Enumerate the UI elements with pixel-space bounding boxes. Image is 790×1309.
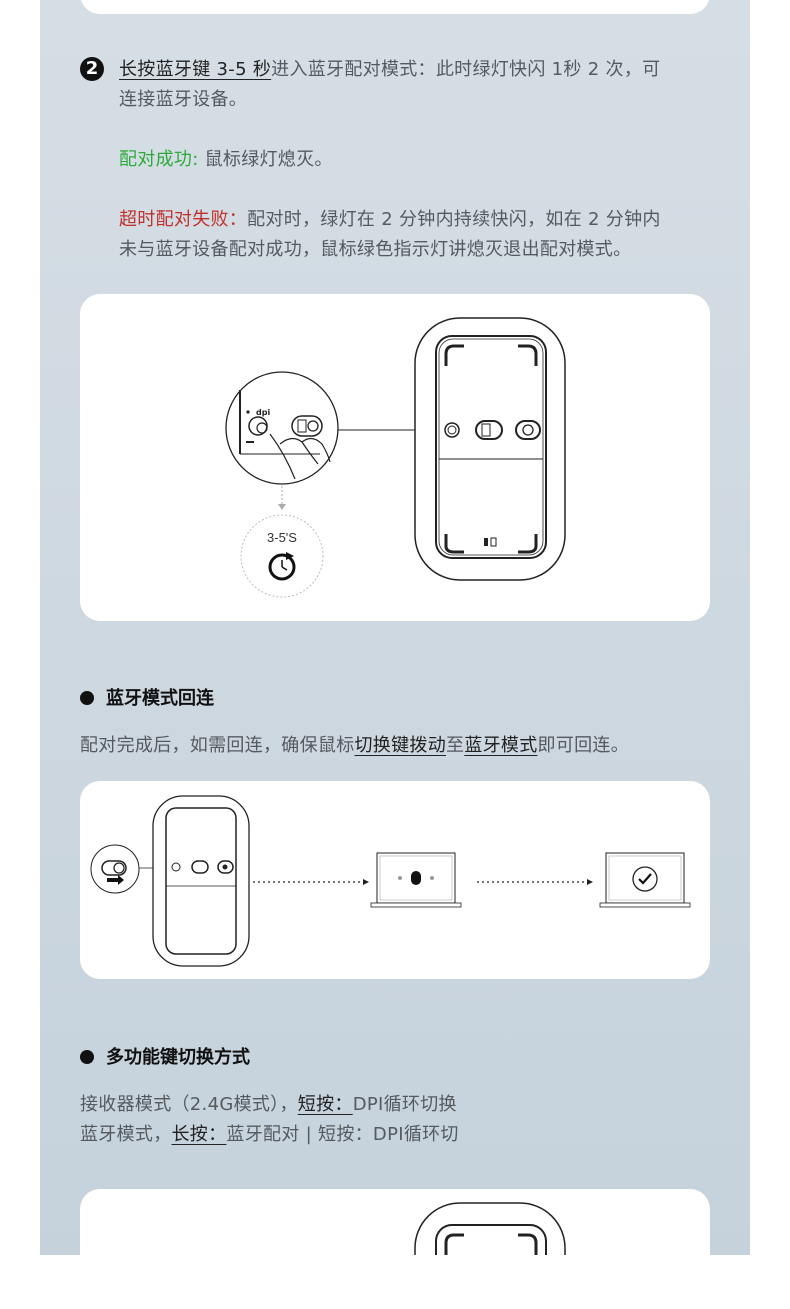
- bullet-icon: [80, 691, 94, 705]
- bluetooth-mode-link: 蓝牙模式: [464, 735, 538, 756]
- pair-fail-line2: 未与蓝牙设备配对成功，鼠标绿色指示灯讲熄灭退出配对模式。: [119, 239, 632, 260]
- svg-text:3-5'S: 3-5'S: [267, 530, 297, 545]
- switch-key-link: 切换键拨动: [354, 735, 446, 756]
- step2-line1: 长按蓝牙键 3-5 秒进入蓝牙配对模式：此时绿灯快闪 1秒 2 次，可: [119, 59, 661, 80]
- fail-label: 超时配对失败：: [119, 209, 248, 230]
- multifunction-line2: 蓝牙模式，长按：蓝牙配对 | 短按：DPI循环切: [80, 1124, 459, 1145]
- bottom-mouse-illustration: [414, 1202, 566, 1255]
- mouse-pairing-illustration: dpi 3-5'S: [225, 317, 566, 598]
- step2-lead: 长按蓝牙键 3-5 秒: [119, 59, 272, 80]
- multifunction-heading: 多功能键切换方式: [80, 1043, 250, 1069]
- step2-line2: 连接蓝牙设备。: [119, 89, 248, 110]
- reconnect-illustration: [90, 795, 691, 967]
- pair-success: 配对成功: 鼠标绿灯熄灭。: [119, 149, 333, 170]
- success-label: 配对成功:: [119, 149, 199, 170]
- short-press-label: 短按：: [297, 1094, 353, 1115]
- top-card: [80, 0, 710, 14]
- reconnect-heading: 蓝牙模式回连: [80, 684, 214, 710]
- pairing-illustration-card: [80, 294, 710, 621]
- step-number-badge: 2: [80, 57, 104, 81]
- bullet-icon: [80, 1050, 94, 1064]
- svg-text:dpi: dpi: [256, 408, 270, 417]
- multifunction-line1: 接收器模式（2.4G模式），短按：DPI循环切换: [80, 1094, 457, 1115]
- long-press-label: 长按：: [171, 1124, 227, 1145]
- reconnect-text: 配对完成后，如需回连，确保鼠标切换键拨动至蓝牙模式即可回连。: [80, 735, 630, 756]
- content-panel: [40, 0, 750, 1255]
- pair-fail: 超时配对失败：配对时，绿灯在 2 分钟内持续快闪，如在 2 分钟内: [119, 209, 661, 230]
